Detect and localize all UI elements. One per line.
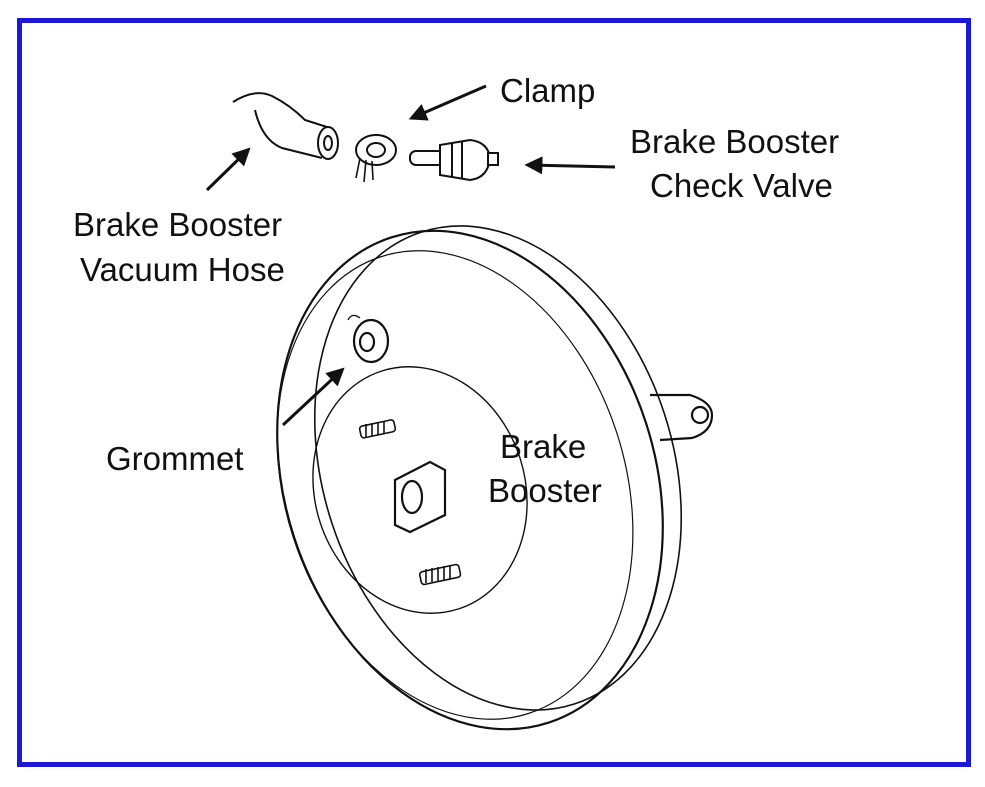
clamp-arrow xyxy=(408,84,487,121)
vacuum-hose-arrow xyxy=(205,147,251,192)
booster-label-line1: Brake xyxy=(500,428,586,465)
check-valve xyxy=(409,138,499,182)
check-valve-label-line2: Check Valve xyxy=(650,167,833,204)
check-valve-label-line1: Brake Booster xyxy=(630,123,839,160)
brake-booster xyxy=(276,225,714,731)
vacuum-hose-label-line1: Brake Booster xyxy=(73,206,282,243)
grommet-label: Grommet xyxy=(106,440,244,477)
check-valve-arrow xyxy=(524,156,616,175)
labels: Clamp Brake Booster Check Valve Brake Bo… xyxy=(73,72,839,509)
clamp xyxy=(355,134,397,183)
callout-arrows xyxy=(205,84,616,427)
vacuum-hose xyxy=(232,92,339,160)
vacuum-hose-label-line2: Vacuum Hose xyxy=(80,251,285,288)
booster-label-line2: Booster xyxy=(488,472,602,509)
grommet-arrow xyxy=(281,367,345,427)
clamp-label: Clamp xyxy=(500,72,595,109)
